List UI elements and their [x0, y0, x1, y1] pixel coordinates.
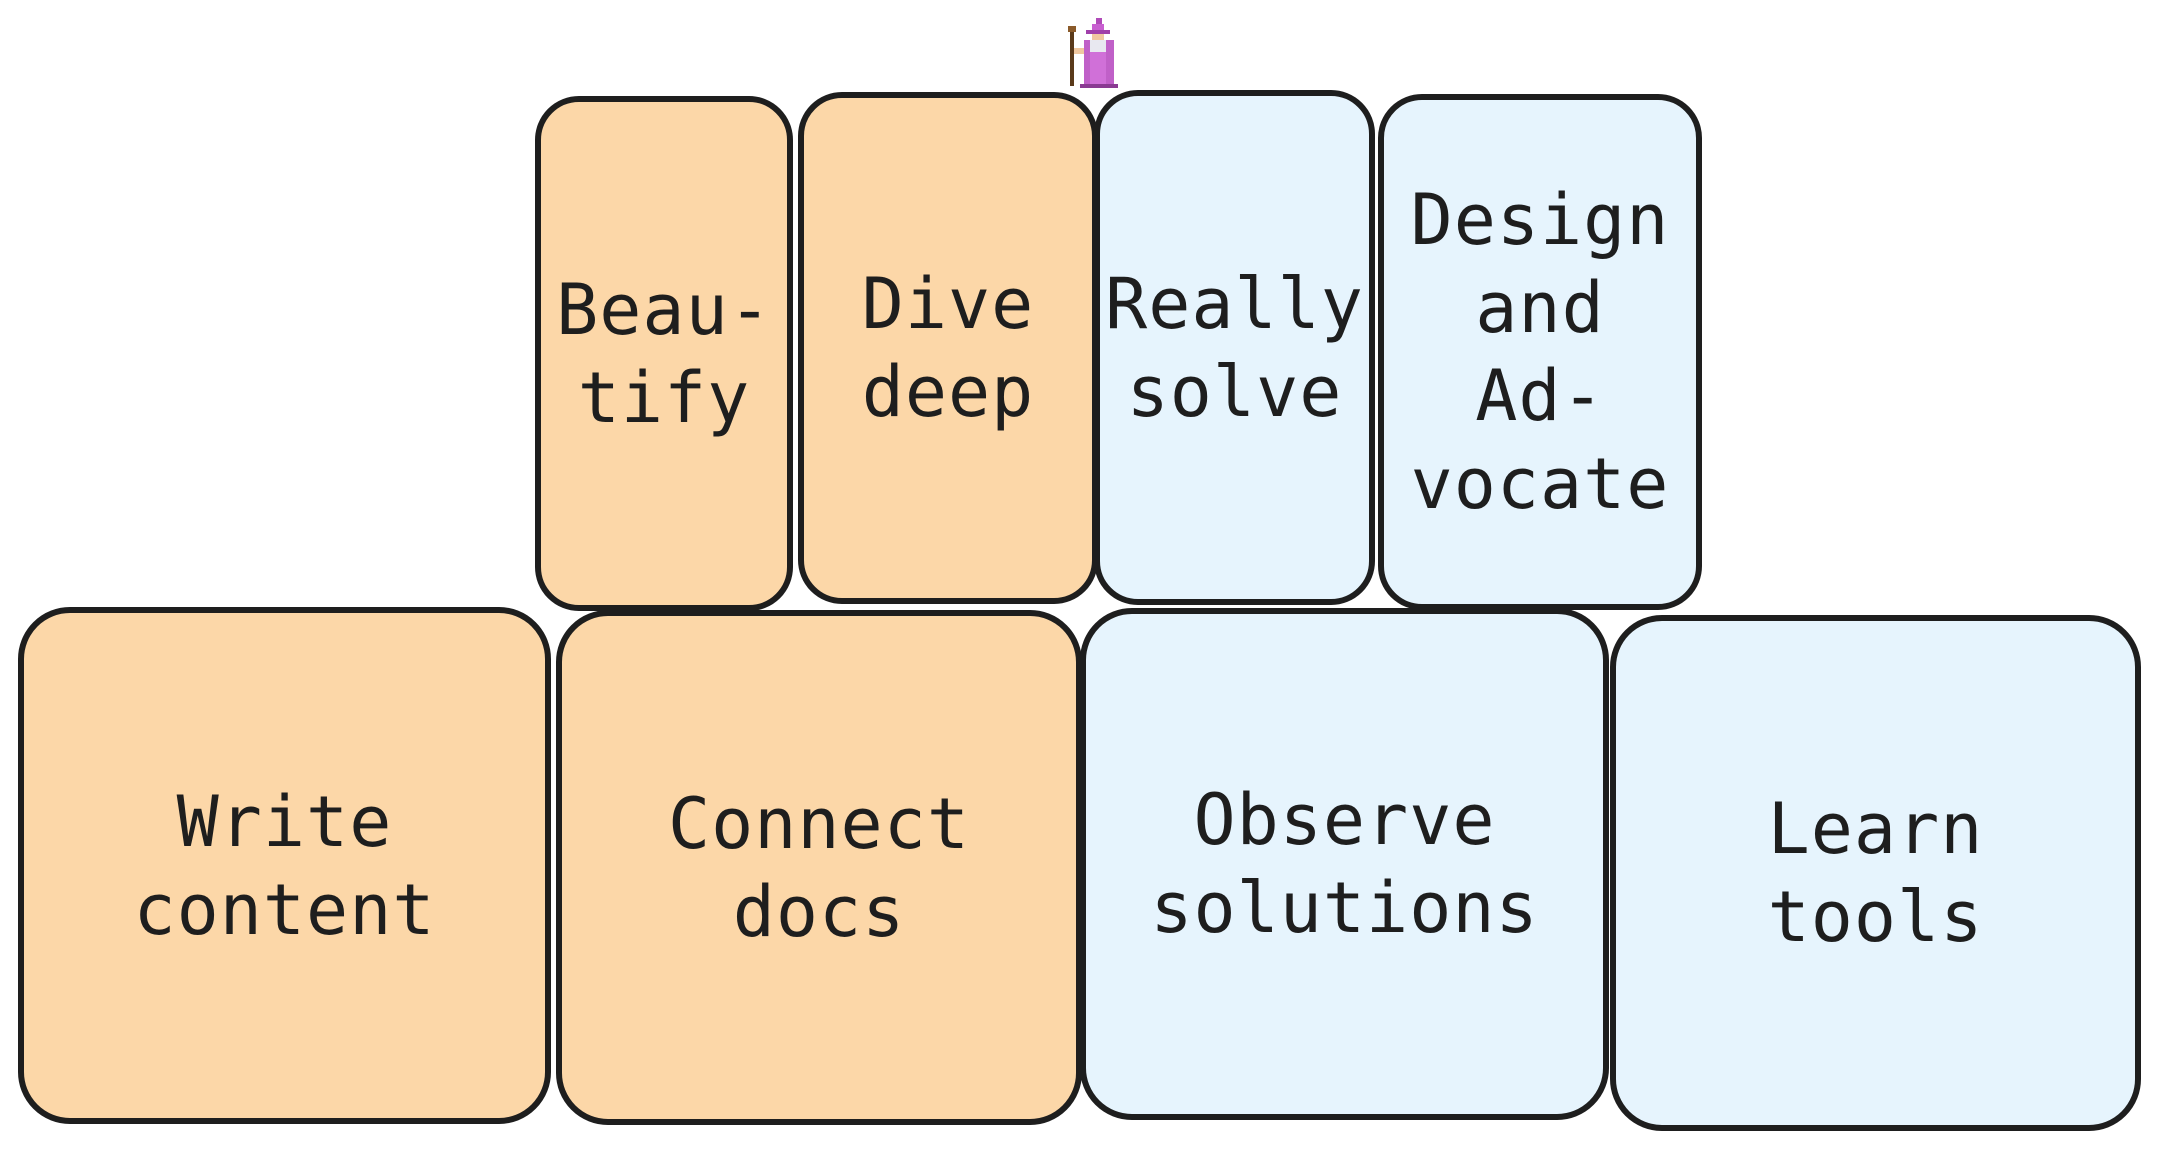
block-connect-docs: Connect docs	[556, 610, 1082, 1125]
block-design-advocate-label: Design and Ad- vocate	[1410, 179, 1670, 525]
block-learn-tools-label: Learn tools	[1767, 788, 1984, 958]
block-observe-solutions-label: Observe solutions	[1150, 779, 1539, 949]
block-observe-solutions: Observe solutions	[1080, 608, 1609, 1120]
block-design-advocate: Design and Ad- vocate	[1378, 94, 1702, 610]
wizard-icon	[1068, 18, 1118, 88]
block-beautify-label: Beau- tify	[556, 268, 772, 439]
block-dive-deep-label: Dive deep	[861, 263, 1035, 433]
block-write-content: Write content	[18, 607, 551, 1124]
block-beautify: Beau- tify	[535, 96, 793, 611]
block-connect-docs-label: Connect docs	[667, 782, 970, 953]
block-learn-tools: Learn tools	[1610, 615, 2141, 1131]
block-write-content-label: Write content	[133, 780, 436, 951]
block-really-solve-label: Really solve	[1105, 262, 1364, 433]
block-really-solve: Really solve	[1094, 90, 1375, 605]
block-dive-deep: Dive deep	[798, 92, 1098, 604]
